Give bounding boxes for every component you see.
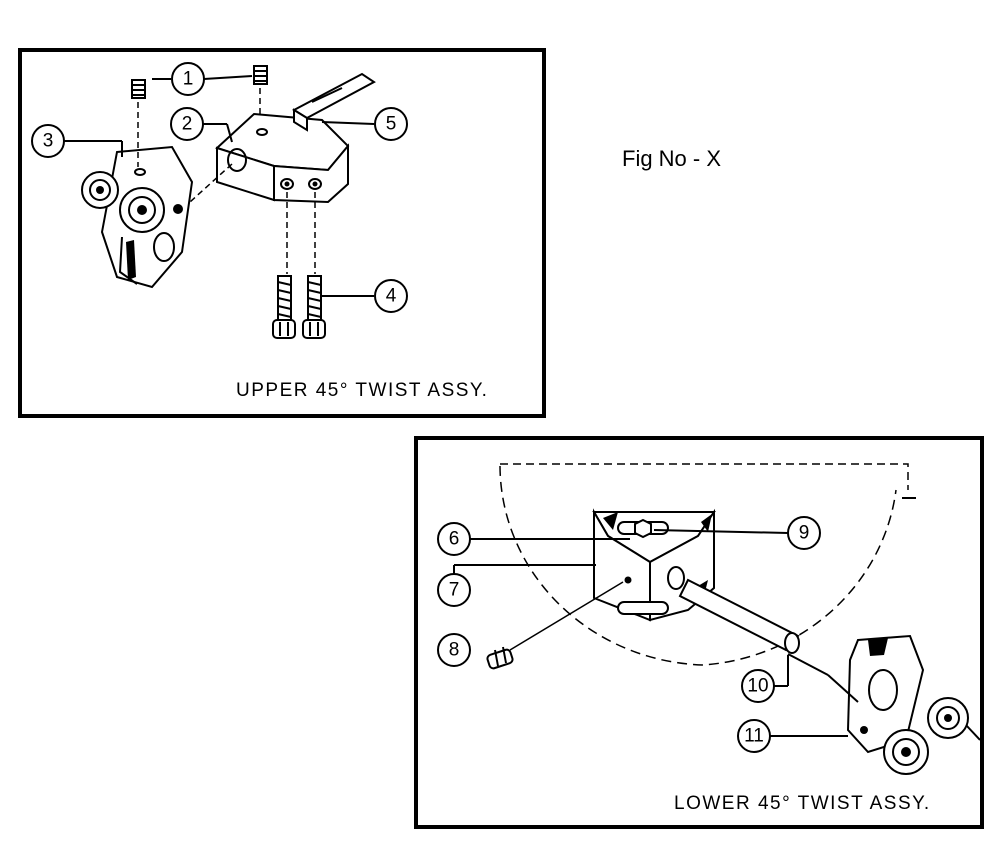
callout-7: 7 <box>437 573 471 607</box>
svg-text:6: 6 <box>449 529 460 550</box>
set-screw-left-icon <box>131 79 146 167</box>
callout-6: 6 <box>437 522 471 556</box>
svg-text:7: 7 <box>449 580 460 601</box>
svg-text:3: 3 <box>43 131 54 152</box>
callout-2: 2 <box>170 107 204 141</box>
svg-text:2: 2 <box>182 114 193 135</box>
callout-1: 1 <box>171 62 205 96</box>
callout-10: 10 <box>741 669 775 703</box>
upper-caption: UPPER 45° TWIST ASSY. <box>236 380 489 401</box>
set-screw-icon <box>486 646 514 670</box>
callout-4: 4 <box>374 279 408 313</box>
svg-text:9: 9 <box>799 523 810 544</box>
cap-screw-left-icon <box>272 275 296 339</box>
lower-caption: LOWER 45° TWIST ASSY. <box>674 793 931 814</box>
svg-text:5: 5 <box>386 114 397 135</box>
roller-carriage-icon <box>846 634 980 775</box>
svg-text:4: 4 <box>386 286 397 307</box>
figure-label: Fig No - X <box>622 146 722 171</box>
svg-text:10: 10 <box>747 676 768 697</box>
roller-carriage-icon <box>81 145 194 289</box>
lower-assembly-panel: 6 7 8 9 10 11 LOWER 45° TWIST ASSY. <box>414 436 984 829</box>
upper-assembly-drawing: 1 2 3 4 5 <box>31 62 408 339</box>
svg-text:1: 1 <box>183 69 194 90</box>
callout-8: 8 <box>437 633 471 667</box>
square-bar-icon <box>678 578 800 654</box>
svg-text:8: 8 <box>449 640 460 661</box>
square-bar-icon <box>291 72 376 132</box>
svg-text:11: 11 <box>744 726 764 747</box>
upper-assembly-panel: 1 2 3 4 5 UPPER 45° TWIST ASSY. <box>18 48 546 418</box>
cap-screw-right-icon <box>302 275 326 339</box>
lower-assembly-drawing: 6 7 8 9 10 11 <box>437 463 980 775</box>
callout-11: 11 <box>737 719 771 753</box>
callout-3: 3 <box>31 124 65 158</box>
callout-5: 5 <box>374 107 408 141</box>
callout-9: 9 <box>787 516 821 550</box>
twist-block-icon <box>215 112 350 204</box>
